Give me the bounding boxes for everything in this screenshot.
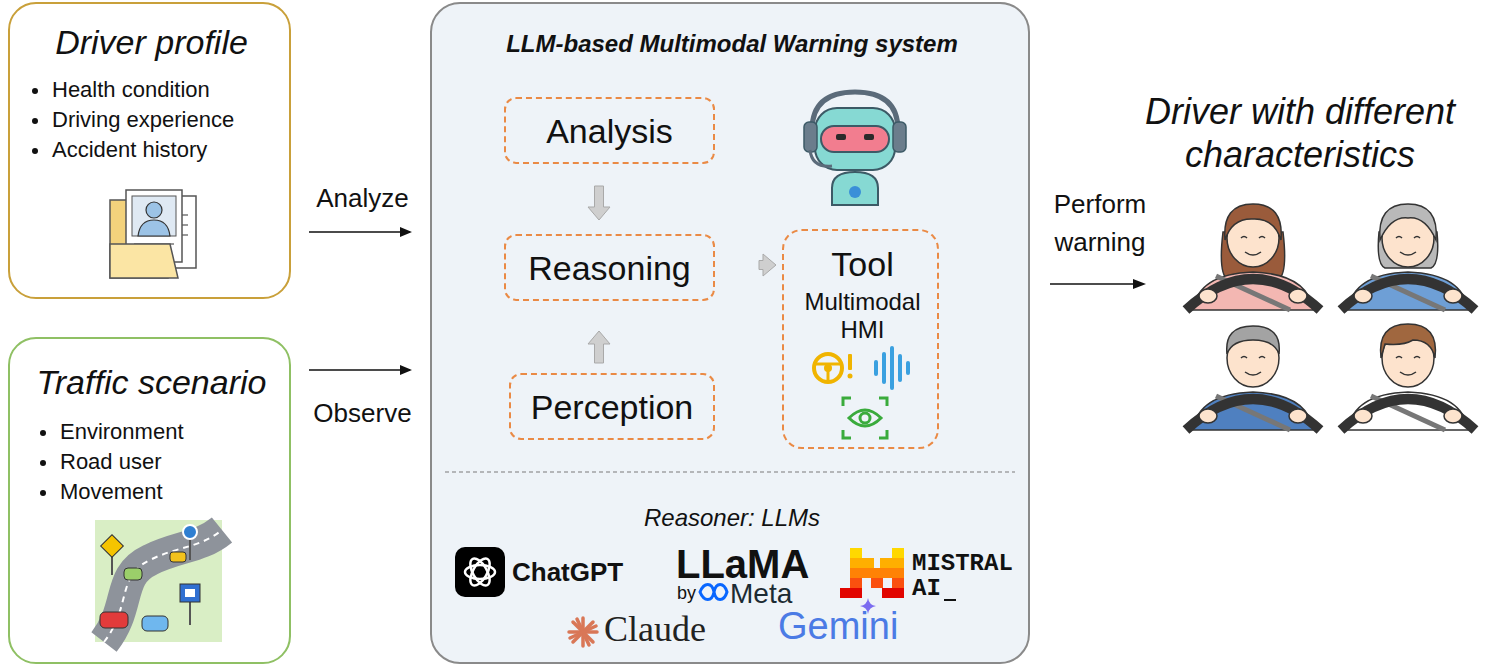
process-box: Analysis	[504, 97, 715, 164]
section-heading: Driver with different characteristics	[1115, 90, 1485, 176]
connector	[309, 365, 412, 375]
profile-icon	[110, 190, 196, 278]
node-heading: LLM-based Multimodal Warning system	[432, 30, 1032, 59]
node-text: Reasoner: LLMs	[432, 504, 1032, 533]
road-picture	[95, 520, 222, 642]
edge-label: Analyze	[300, 183, 425, 214]
node-heading: Reasoning	[506, 247, 713, 288]
node-heading: Driver profile	[10, 22, 293, 63]
logo-text: ChatGPT	[512, 557, 623, 588]
robot-icon	[804, 92, 906, 205]
node-text: Multimodal HMI	[786, 288, 939, 343]
logo-text: Claude	[604, 608, 706, 651]
node-heading: Traffic scenario	[10, 362, 293, 403]
warning-arrow	[1050, 279, 1146, 289]
separator	[445, 471, 1015, 472]
bullet-item: Road user	[60, 449, 162, 475]
process-box: Perception	[509, 373, 715, 440]
logo-text: MISTRAL AI	[912, 551, 1024, 601]
node-heading: Analysis	[506, 110, 713, 151]
arrow-label: Perform warning	[1035, 186, 1165, 261]
logo-text: by	[677, 583, 696, 605]
bullet-item: Driving experience	[52, 107, 234, 133]
connector	[759, 254, 776, 276]
bullet-item: Environment	[60, 419, 184, 445]
connector	[588, 331, 610, 363]
connector	[588, 186, 610, 220]
logo-text: Gemini	[778, 604, 898, 650]
bullet-item: Movement	[60, 479, 163, 505]
node-heading: Perception	[511, 386, 713, 427]
connector	[309, 227, 412, 237]
scenario-box: Traffic scenarioEnvironmentRoad userMove…	[8, 337, 291, 664]
profile-box: Driver profileHealth conditionDriving ex…	[8, 2, 291, 299]
bullet-item: Health condition	[52, 77, 210, 103]
hmi-icons	[814, 348, 908, 438]
process-box: Reasoning	[504, 234, 715, 301]
node-heading: Tool	[784, 244, 941, 285]
edge-label: Observe	[300, 398, 425, 429]
drivers-illustration	[1186, 204, 1475, 430]
bullet-item: Accident history	[52, 137, 207, 163]
panel-fill	[431, 3, 1029, 663]
tool-box: ToolMultimodal HMI	[782, 229, 939, 449]
